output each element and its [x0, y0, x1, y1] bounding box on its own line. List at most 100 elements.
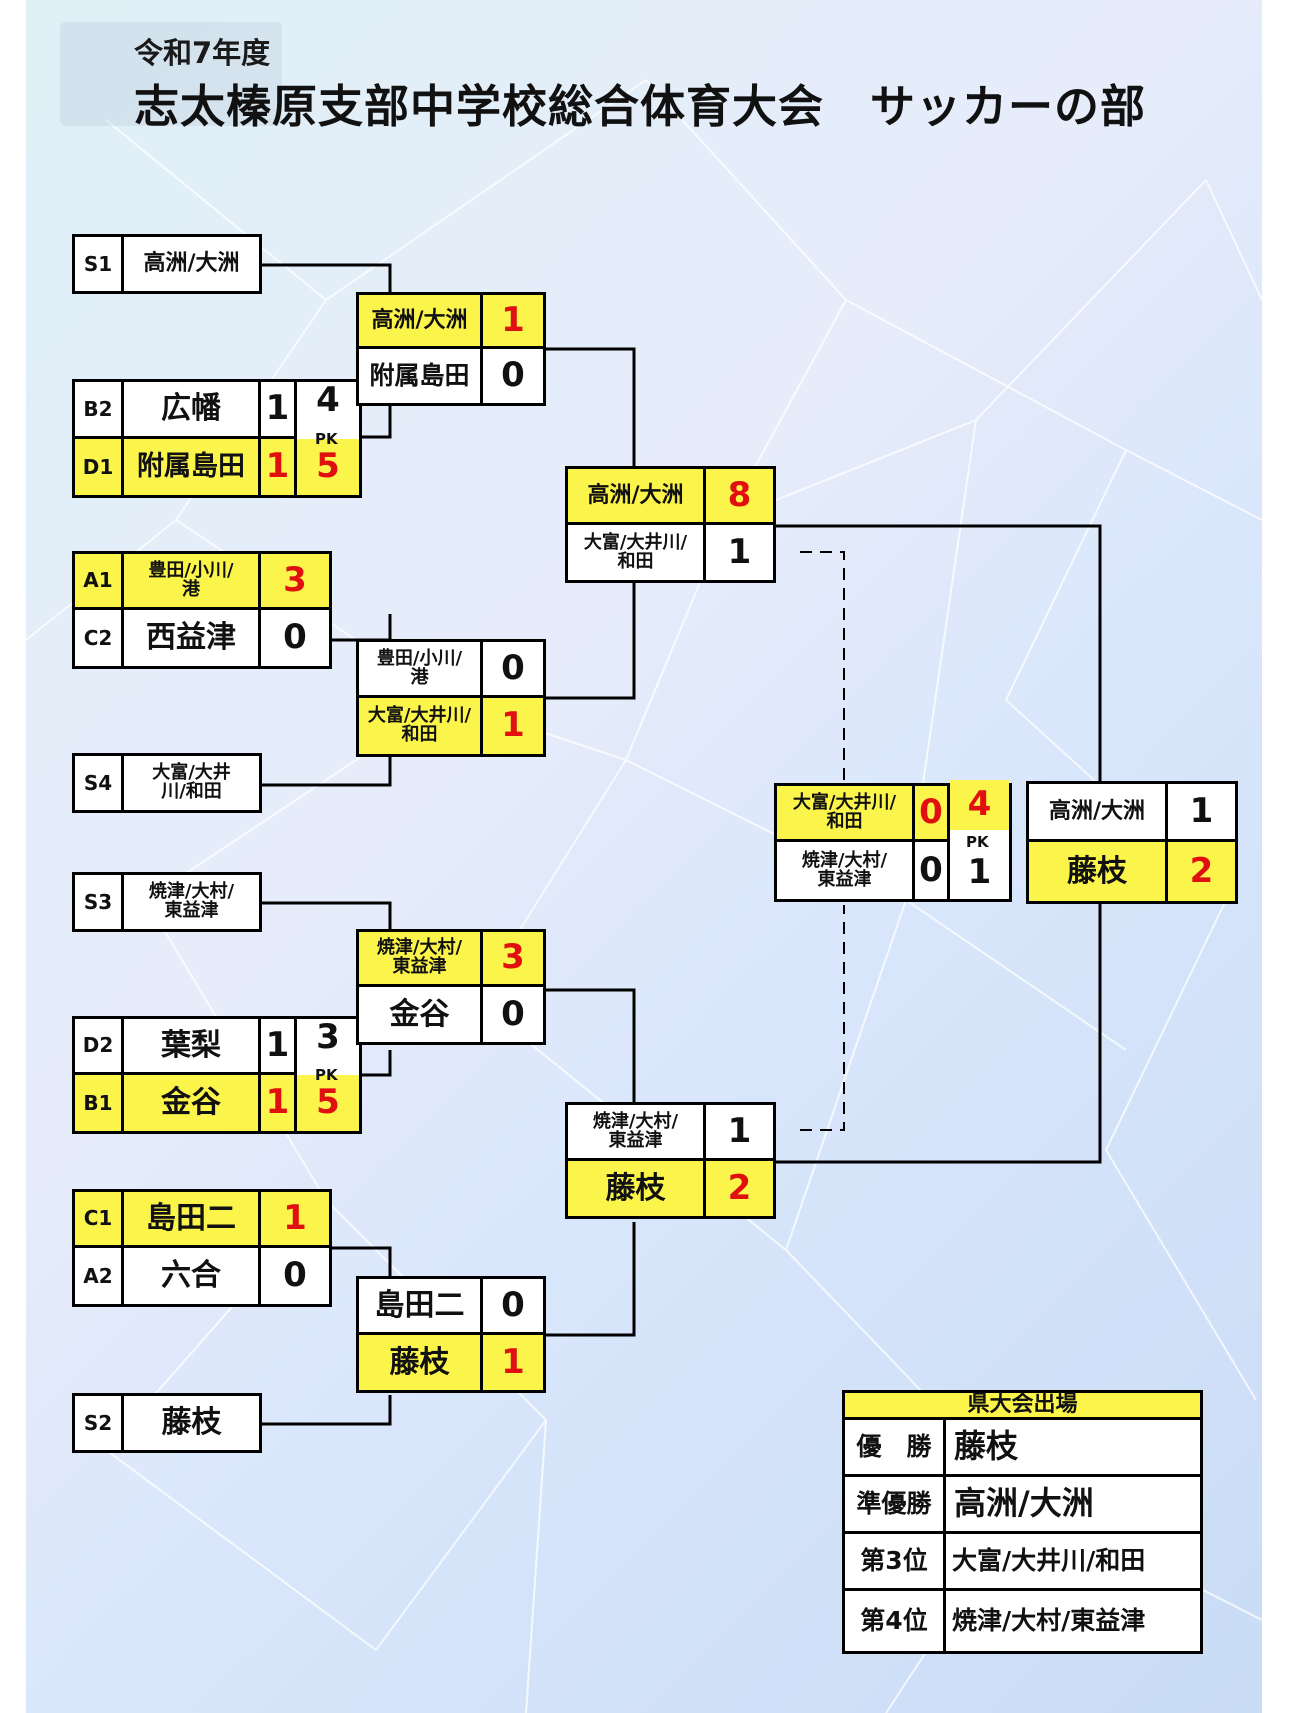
- seed-label: C2: [75, 610, 124, 666]
- team-name: 高洲/大洲: [359, 295, 483, 349]
- seed-label: S2: [75, 1396, 124, 1450]
- team-name: 金谷: [124, 1075, 261, 1131]
- semi-1: 高洲/大洲 8 大富/大井川/和田 1: [565, 466, 776, 583]
- bracket-line: [332, 614, 392, 642]
- team-name: 藤枝: [1029, 842, 1168, 901]
- results-place: 第4位: [845, 1591, 946, 1651]
- r1-match-c1-a2: C1 島田二 1 A2 六合 0: [72, 1189, 332, 1307]
- team-name: 大富/大井川/和田: [568, 525, 706, 580]
- team-name: 広幡: [124, 382, 261, 439]
- team-score: 0: [483, 1279, 543, 1335]
- team-name: 島田二: [124, 1192, 261, 1248]
- team-score: 0: [501, 993, 525, 1034]
- seed-label: S1: [75, 237, 124, 291]
- bracket-line: [544, 1222, 636, 1337]
- team-name: 高洲/大洲: [1029, 784, 1168, 842]
- r2-match-3: 焼津/大村/東益津 3 金谷 0: [356, 929, 546, 1045]
- pk-score: 5: [297, 1075, 359, 1131]
- bracket-line: [262, 263, 392, 294]
- team-score: 1: [483, 698, 543, 754]
- pk-label: PK: [966, 833, 989, 851]
- team-name: 附属島田: [124, 439, 261, 495]
- bracket-line: [544, 555, 636, 700]
- team-name: 大富/大井川/和田: [152, 762, 231, 802]
- team-name: 高洲/大洲: [568, 469, 706, 525]
- team-score: 1: [1168, 784, 1235, 842]
- third-place-match: 大富/大井川/和田 0 4 焼津/大村/東益津 0 1 PK: [774, 780, 1012, 902]
- results-team: 大富/大井川/和田: [946, 1534, 1200, 1591]
- title-backdrop: [60, 22, 282, 126]
- r1-match-b2-d1: B2 広幡 1 4 D1 附属島田 1 5 PK: [72, 379, 362, 498]
- team-name: 焼津/大村/東益津: [148, 881, 235, 921]
- team-score: 2: [706, 1161, 773, 1216]
- pk-score: 4: [316, 380, 340, 421]
- team-score: 2: [1168, 842, 1235, 901]
- bracket-line: [262, 1395, 392, 1426]
- team-name: 焼津/大村/東益津: [777, 842, 915, 899]
- pk-label: PK: [315, 430, 338, 448]
- team-name: 西益津: [124, 610, 261, 666]
- pk-score: 1: [967, 851, 992, 892]
- team-name: 六合: [124, 1248, 261, 1304]
- team-score: 3: [261, 554, 329, 610]
- team-name: 藤枝: [359, 1335, 483, 1390]
- seed-label: D2: [75, 1019, 124, 1075]
- team-name: 島田二: [359, 1279, 483, 1335]
- team-score: 1: [261, 1192, 329, 1248]
- team-score: 0: [283, 617, 307, 658]
- r2-match-1: 高洲/大洲 1 附属島田 0: [356, 292, 546, 406]
- final-match: 高洲/大洲 1 藤枝 2: [1026, 781, 1238, 904]
- results-team: 高洲/大洲: [946, 1477, 1200, 1534]
- team-score: 0: [915, 842, 950, 899]
- team-score: 3: [483, 932, 543, 987]
- team-name: 葉梨: [124, 1019, 261, 1075]
- team-score: 0: [501, 355, 525, 396]
- bracket-line: [544, 988, 636, 1107]
- seed-label: A1: [75, 554, 124, 610]
- semi-2: 焼津/大村/東益津 1 藤枝 2: [565, 1102, 776, 1219]
- team-score: 0: [283, 1255, 307, 1296]
- team-name: 藤枝: [568, 1161, 706, 1216]
- results-header: 県大会出場: [845, 1393, 1200, 1420]
- page: 令和7年度 志太榛原支部中学校総合体育大会 サッカーの部: [26, 0, 1262, 1713]
- team-name: 金谷: [359, 987, 483, 1042]
- pk-score: 3: [316, 1017, 340, 1058]
- team-score: 1: [261, 382, 297, 439]
- team-name: 附属島田: [359, 349, 483, 403]
- results-place: 準優勝: [845, 1477, 946, 1534]
- team-name: 焼津/大村/東益津: [359, 932, 483, 987]
- team-score: 0: [483, 642, 543, 698]
- team-name: 大富/大井川/和田: [359, 698, 483, 754]
- team-score: 0: [915, 786, 950, 842]
- bracket-line: [332, 1246, 392, 1278]
- r1-match-a1-c2: A1 豊田/小川/港 3 C2 西益津 0: [72, 551, 332, 669]
- r1-bye-s3: S3 焼津/大村/東益津: [72, 872, 262, 932]
- team-score: 1: [261, 1019, 297, 1075]
- results-place: 第3位: [845, 1534, 946, 1591]
- results-team: 焼津/大村/東益津: [952, 1605, 1146, 1635]
- team-score: 1: [706, 1105, 773, 1161]
- team-score: 8: [706, 469, 773, 525]
- pk-score: 5: [297, 439, 359, 495]
- pk-label: PK: [315, 1066, 338, 1084]
- seed-label: S3: [75, 875, 124, 929]
- results-place: 優 勝: [845, 1420, 946, 1477]
- team-score: 1: [727, 531, 752, 572]
- page-subtitle: 令和7年度: [134, 36, 271, 70]
- seed-label: A2: [75, 1248, 124, 1304]
- team-name: 藤枝: [161, 1405, 222, 1441]
- team-score: 1: [261, 439, 297, 495]
- team-score: 1: [483, 1335, 543, 1390]
- bracket-line: [774, 904, 1102, 1164]
- team-name: 焼津/大村/東益津: [568, 1105, 706, 1161]
- pk-score: 4: [950, 780, 1009, 830]
- seed-label: B2: [75, 382, 124, 439]
- results-table: 県大会出場 優 勝 藤枝 準優勝 高洲/大洲 第3位 大富/大井川/和田 第4位…: [842, 1390, 1203, 1654]
- third-place-line: [800, 551, 845, 785]
- team-score: 1: [483, 295, 543, 349]
- third-place-line: [800, 905, 845, 1131]
- r2-match-4: 島田二 0 藤枝 1: [356, 1276, 546, 1393]
- r2-match-2: 豊田/小川/港 0 大富/大井川/和田 1: [356, 639, 546, 757]
- r1-match-d2-b1: D2 葉梨 1 3 B1 金谷 1 5 PK: [72, 1016, 362, 1134]
- r1-bye-s4: S4 大富/大井川/和田: [72, 753, 262, 813]
